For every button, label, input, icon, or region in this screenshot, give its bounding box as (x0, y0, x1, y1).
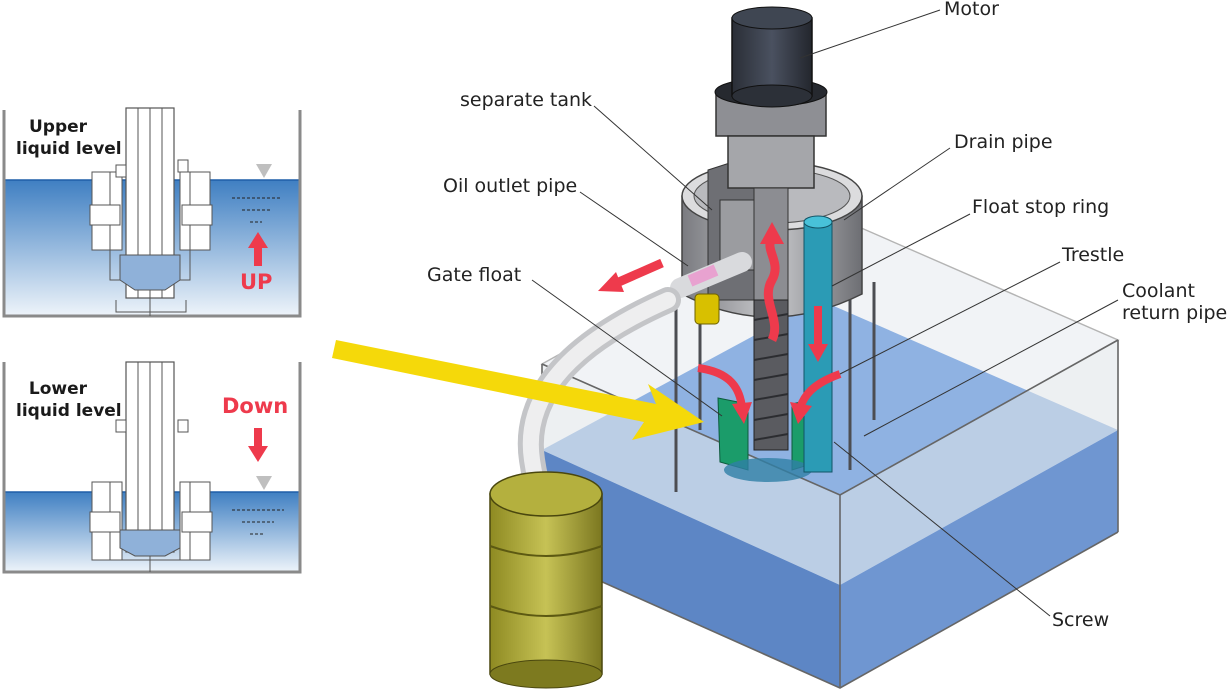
callout-gate-float: Gate float (427, 264, 522, 286)
down-arrow-icon (248, 428, 268, 462)
upper-level-label-line2: liquid level (16, 139, 122, 159)
lower-level-label-line1: Lower (28, 379, 88, 399)
up-text: UP (240, 270, 273, 294)
down-text: Down (222, 394, 289, 418)
lower-level-panel (2, 361, 302, 574)
callout-drain-pipe: Drain pipe (954, 131, 1053, 153)
callout-screw: Screw (1052, 609, 1110, 631)
up-arrow-icon (248, 232, 268, 266)
oil-drum (489, 471, 603, 689)
callout-motor: Motor (944, 0, 999, 20)
upper-level-panel (2, 107, 302, 318)
yellow-pointer-arrow (332, 340, 704, 440)
callout-separate-tank: separate tank (460, 89, 593, 111)
upper-level-label-line1: Upper (28, 117, 88, 137)
callout-float-stop-ring: Float stop ring (972, 196, 1110, 218)
callout-coolant-return-pipe-line1: Coolant (1122, 280, 1195, 302)
callout-coolant-return-pipe-line2: return pipe (1122, 302, 1228, 324)
upper-level-label: Upper liquid level (16, 116, 122, 160)
motor (731, 17, 813, 97)
callout-oil-outlet-pipe: Oil outlet pipe (443, 175, 578, 197)
leader-lines (531, 9, 1119, 617)
callout-coolant-return-pipe: Coolant return pipe (1122, 280, 1227, 324)
callout-trestle: Trestle (1062, 244, 1125, 266)
separator-assembly (670, 6, 863, 482)
lower-level-label: Lower liquid level (16, 378, 122, 422)
flow-arrows (598, 222, 842, 424)
lower-level-label-line2: liquid level (16, 401, 122, 421)
